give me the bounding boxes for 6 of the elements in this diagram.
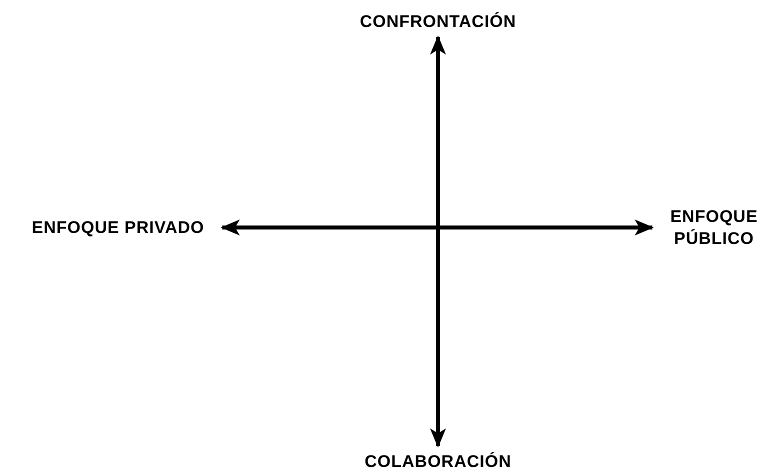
axis-end-label: ENFOQUE PÚBLICO (664, 206, 764, 250)
double-headed-arrow (430, 35, 446, 448)
double-headed-arrow (220, 220, 654, 236)
axis-end-label: CONFRONTACIÓN (338, 11, 538, 33)
axis-end-label: ENFOQUE PRIVADO (8, 217, 228, 239)
axis-end-label: COLABORACIÓN (338, 451, 538, 473)
